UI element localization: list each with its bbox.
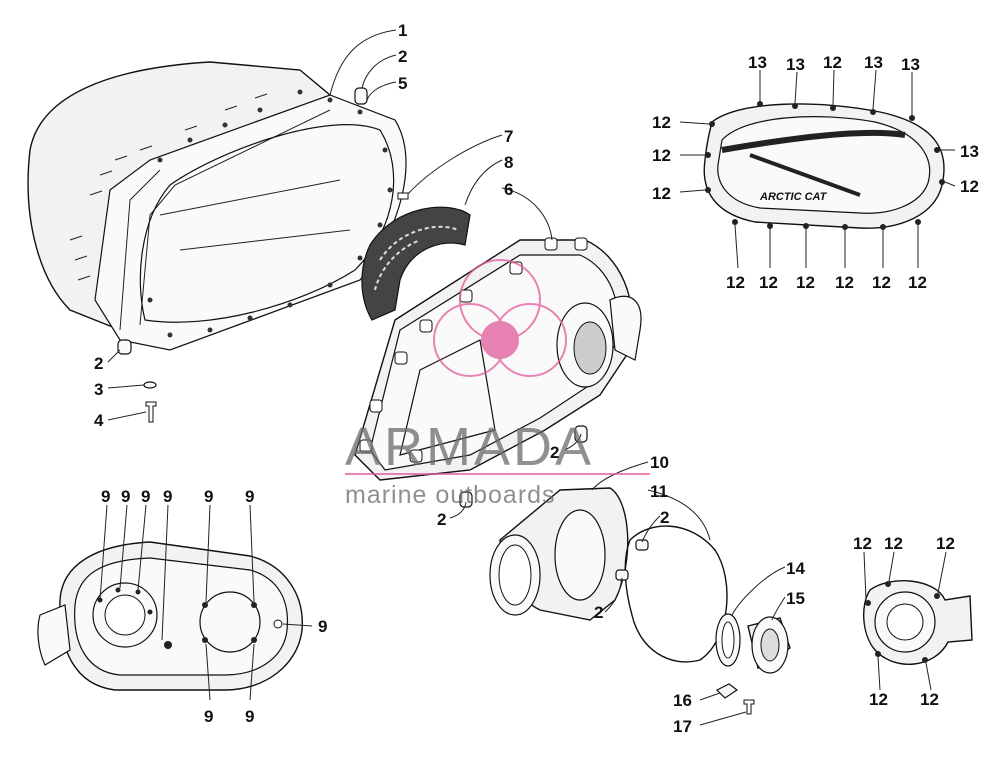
callout-12: 12 — [936, 534, 955, 553]
callout-12: 12 — [726, 273, 745, 292]
inlet-duct — [489, 487, 728, 663]
callout-2: 2 — [594, 603, 603, 622]
callout-8: 8 — [504, 153, 513, 172]
callout-9: 9 — [141, 487, 150, 506]
callout-10: 10 — [650, 453, 669, 472]
leader-lines — [99, 29, 956, 726]
callout-2: 2 — [94, 354, 103, 373]
callout-7: 7 — [504, 127, 513, 146]
callout-9: 9 — [121, 487, 130, 506]
callout-9: 9 — [204, 707, 213, 726]
callout-3: 3 — [94, 380, 103, 399]
callout-12: 12 — [796, 273, 815, 292]
callout-9: 9 — [245, 707, 254, 726]
callout-5: 5 — [398, 74, 407, 93]
bearing-set — [715, 613, 791, 715]
callout-4: 4 — [94, 411, 104, 430]
callout-13: 13 — [786, 55, 805, 74]
duct-seal — [361, 192, 471, 321]
callout-2: 2 — [550, 443, 559, 462]
callout-12: 12 — [853, 534, 872, 553]
callout-12: 12 — [835, 273, 854, 292]
callout-13: 13 — [748, 53, 767, 72]
callout-16: 16 — [673, 691, 692, 710]
callout-6: 6 — [504, 180, 513, 199]
inlet-housing-view — [862, 580, 973, 665]
callout-14: 14 — [786, 559, 805, 578]
callout-9: 9 — [204, 487, 213, 506]
callout-numbers: 1 2 5 2 3 4 7 8 6 2 10 11 2 2 2 14 15 16… — [94, 21, 979, 736]
callout-12: 12 — [908, 273, 927, 292]
callout-2: 2 — [660, 508, 669, 527]
callout-12: 12 — [652, 184, 671, 203]
watermark-tagline: marine outboards — [345, 481, 556, 509]
callout-13: 13 — [864, 53, 883, 72]
armada-watermark: ARMADA marine outboards — [345, 259, 650, 509]
cover-rear-view — [37, 541, 303, 691]
callout-15: 15 — [786, 589, 805, 608]
arctic-cat-logo: ARCTIC CAT — [759, 191, 828, 203]
callout-9: 9 — [245, 487, 254, 506]
callout-12: 12 — [652, 113, 671, 132]
watermark-emblem — [433, 259, 567, 377]
outer-cover — [354, 237, 642, 508]
callout-17: 17 — [673, 717, 692, 736]
callout-1: 1 — [398, 21, 407, 40]
outer-cover-top-right: ARCTIC CAT — [703, 101, 945, 230]
watermark-brand: ARMADA — [345, 417, 594, 477]
callout-11: 11 — [650, 482, 668, 501]
callout-13: 13 — [960, 142, 979, 161]
callout-12: 12 — [884, 534, 903, 553]
inner-housing — [27, 61, 407, 423]
callout-12: 12 — [920, 690, 939, 709]
callout-9: 9 — [318, 617, 327, 636]
callout-12: 12 — [759, 273, 778, 292]
callout-12: 12 — [872, 273, 891, 292]
callout-2: 2 — [398, 47, 407, 66]
callout-12: 12 — [960, 177, 979, 196]
callout-12: 12 — [652, 146, 671, 165]
callout-9: 9 — [163, 487, 172, 506]
callout-12: 12 — [823, 53, 842, 72]
callout-2: 2 — [437, 510, 446, 529]
callout-12: 12 — [869, 690, 888, 709]
callout-9: 9 — [101, 487, 110, 506]
callout-13: 13 — [901, 55, 920, 74]
